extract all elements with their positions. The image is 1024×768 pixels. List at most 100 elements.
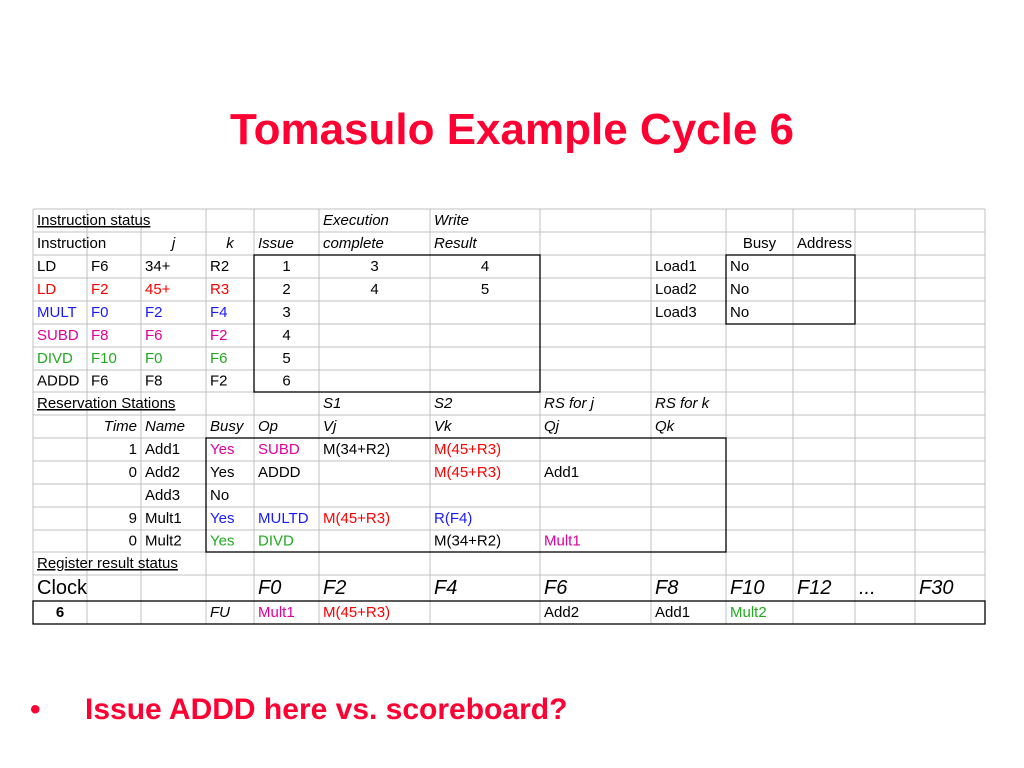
table-cell: Vk — [434, 418, 453, 435]
table-cell: F12 — [797, 577, 831, 599]
table-cell: M(45+R3) — [434, 441, 501, 458]
table-cell: F2 — [145, 304, 163, 321]
outline-box — [725, 254, 856, 325]
table-cell: F6 — [91, 373, 109, 390]
table-cell: F0 — [145, 350, 163, 367]
table-cell: F8 — [91, 327, 109, 344]
table-cell: F6 — [544, 577, 568, 599]
table-cell: R3 — [210, 281, 229, 298]
table-cell: j — [170, 235, 176, 252]
outline-box — [32, 600, 986, 625]
table-cell: 1 — [282, 258, 290, 275]
table-cell: 4 — [481, 258, 489, 275]
table-cell: Mult2 — [145, 533, 182, 550]
table-cell: F8 — [655, 577, 678, 599]
table-cell: FU — [210, 604, 230, 621]
table-cell: M(34+R2) — [434, 533, 501, 550]
table-cell: No — [730, 281, 749, 298]
table-cell: DIVD — [258, 533, 294, 550]
table-cell: F2 — [91, 281, 109, 298]
bullet-mark: • — [30, 693, 41, 726]
table-cell: 0 — [129, 464, 137, 481]
outline-box — [253, 254, 541, 393]
table-cell: Add1 — [544, 464, 579, 481]
table-cell: F10 — [730, 577, 764, 599]
table-cell: Load3 — [655, 304, 697, 321]
table-cell: M(34+R2) — [323, 441, 390, 458]
table-cell: Add2 — [544, 604, 579, 621]
table-cell: 3 — [282, 304, 290, 321]
table-cell: Add3 — [145, 487, 180, 504]
table-cell: F30 — [919, 577, 953, 599]
table-cell: Write — [434, 212, 469, 229]
table-cell: MULTD — [258, 510, 309, 527]
table-cell: F2 — [323, 577, 346, 599]
table-cell: Instruction status — [37, 212, 150, 229]
table-cell: 0 — [129, 533, 137, 550]
table-cell: SUBD — [37, 327, 79, 344]
table-cell: F4 — [434, 577, 457, 599]
table-cell: 45+ — [145, 281, 171, 298]
table-cell: Vj — [323, 418, 337, 435]
table-cell: ... — [859, 577, 876, 599]
table-cell: F0 — [258, 577, 281, 599]
table-cell: Qk — [655, 418, 676, 435]
table-cell: Load1 — [655, 258, 697, 275]
table-cell: 6 — [282, 373, 290, 390]
table-cell: Reservation Stations — [37, 395, 175, 412]
table-cell: 5 — [481, 281, 489, 298]
table-cell: k — [226, 235, 235, 252]
table-cell: Time — [104, 418, 137, 435]
table-cell: Yes — [210, 533, 234, 550]
table-cell: Yes — [210, 464, 234, 481]
table-cell: DIVD — [37, 350, 73, 367]
table-cell: F6 — [210, 350, 228, 367]
table-cell: Add1 — [655, 604, 690, 621]
table-cell: R(F4) — [434, 510, 472, 527]
table-cell: 1 — [129, 441, 137, 458]
table-cell: Mult1 — [544, 533, 581, 550]
bullet-text: Issue ADDD here vs. scoreboard? — [85, 693, 568, 726]
table-cell: R2 — [210, 258, 229, 275]
table-cell: ADDD — [37, 373, 80, 390]
table-cell: Yes — [210, 441, 234, 458]
table-cell: No — [210, 487, 229, 504]
bullet-point: • Issue ADDD here vs. scoreboard? — [30, 693, 567, 727]
table-cell: Name — [145, 418, 185, 435]
table-cell: Address — [797, 235, 852, 252]
table-cell: Mult1 — [145, 510, 182, 527]
table-cell: F2 — [210, 373, 228, 390]
table-cell: F2 — [210, 327, 228, 344]
table-cell: Yes — [210, 510, 234, 527]
table-cell: No — [730, 304, 749, 321]
table-cell: S2 — [434, 395, 453, 412]
table-cell: LD — [37, 281, 56, 298]
table-cell: Load2 — [655, 281, 697, 298]
table-cell: Instruction — [37, 235, 106, 252]
table-cell: Issue — [258, 235, 294, 252]
table-cell: F6 — [145, 327, 163, 344]
table-boxes — [32, 254, 986, 625]
table-cell: Busy — [743, 235, 777, 252]
table-cell: Qj — [544, 418, 560, 435]
table-cell: M(45+R3) — [434, 464, 501, 481]
table-cell: Mult2 — [730, 604, 767, 621]
table-cell: Op — [258, 418, 278, 435]
table-cell: Add2 — [145, 464, 180, 481]
table-cell: 34+ — [145, 258, 171, 275]
table-cell: M(45+R3) — [323, 604, 390, 621]
table-cell: 4 — [370, 281, 378, 298]
table-cell: ADDD — [258, 464, 301, 481]
table-cell: S1 — [323, 395, 341, 412]
table-cell: LD — [37, 258, 56, 275]
table-cell: F0 — [91, 304, 109, 321]
table-cell: F10 — [91, 350, 117, 367]
table-cell: RS for j — [544, 395, 595, 412]
table-cell: F4 — [210, 304, 228, 321]
table-cell: Busy — [210, 418, 245, 435]
table-cell: Add1 — [145, 441, 180, 458]
table-cell: No — [730, 258, 749, 275]
table-cell: RS for k — [655, 395, 711, 412]
